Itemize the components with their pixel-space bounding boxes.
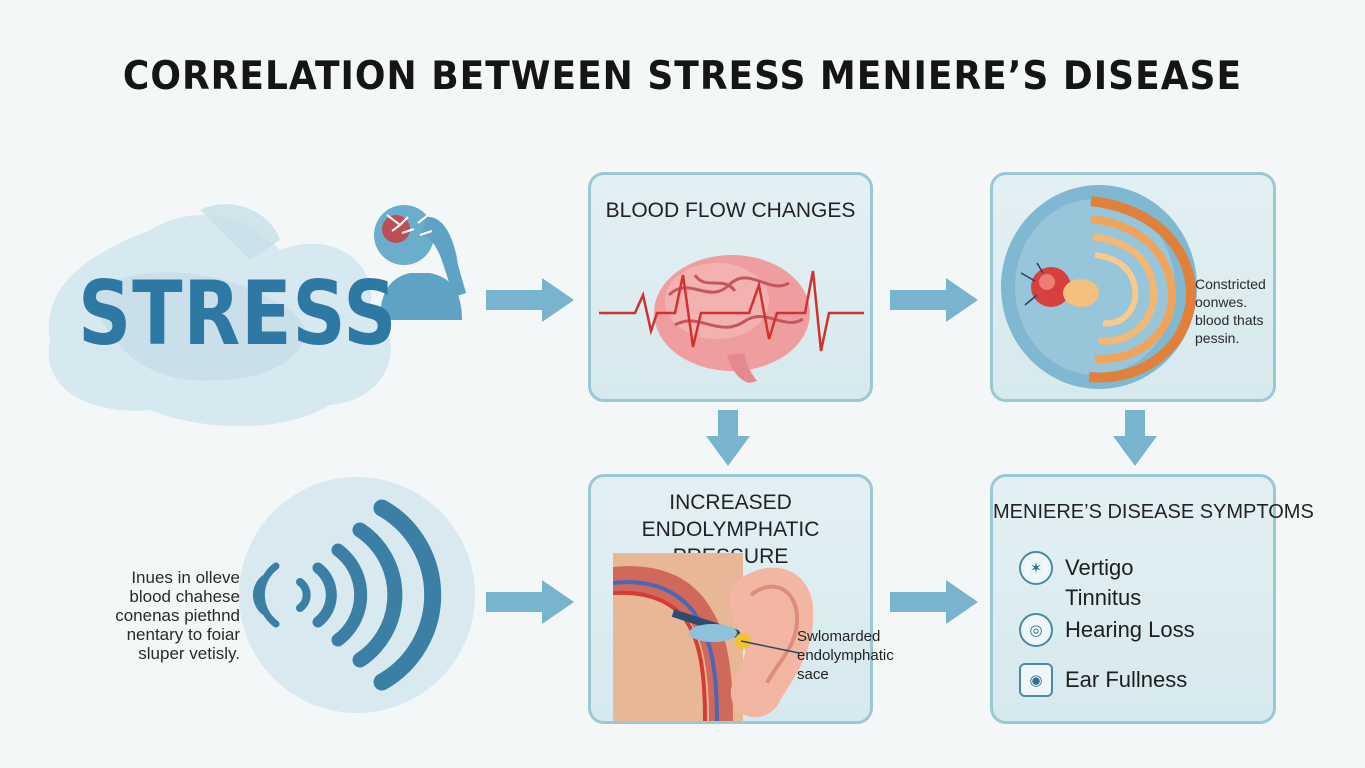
ear-fullness-icon: ◉: [1019, 663, 1053, 697]
pressure-callout: Swlomarded endolymphatic sace: [797, 627, 894, 684]
sound-wave-illustration: [232, 470, 482, 720]
arrow-sound-to-pressure: [486, 580, 574, 624]
blood-flow-panel: BLOOD FLOW CHANGES: [588, 172, 873, 402]
arrow-bloodflow-down: [706, 410, 750, 466]
constricted-note: Constricted oonwes. blood thats pessin.: [1195, 275, 1279, 347]
blood-flow-title: BLOOD FLOW CHANGES: [591, 199, 870, 223]
symptom-label: Hearing Loss: [1065, 617, 1195, 643]
constricted-vessels-panel: Constricted oonwes. blood thats pessin.: [990, 172, 1276, 402]
symptom-tinnitus: Tinnitus: [1065, 585, 1141, 611]
symptom-label: Tinnitus: [1065, 585, 1141, 611]
constricted-note-line: blood thats: [1195, 311, 1279, 329]
stress-note-line: blood chahese: [100, 587, 240, 606]
symptom-ear-fullness: ◉ Ear Fullness: [1019, 663, 1187, 697]
symptoms-panel: MENIERE’S DISEASE SYMPTOMS ✶ Vertigo Tin…: [990, 474, 1276, 724]
constricted-note-line: oonwes.: [1195, 293, 1279, 311]
stress-note-line: nentary to foiar: [100, 625, 240, 644]
callout-line: [741, 627, 801, 657]
inner-ear-illustration: [999, 181, 1209, 393]
brain-ecg-illustration: [599, 235, 864, 385]
arrow-stress-to-bloodflow: [486, 278, 574, 322]
stress-note: Inues in olleve blood chahese conenas pi…: [100, 568, 240, 663]
pressure-callout-line: endolymphatic: [797, 646, 894, 665]
symptom-label: Ear Fullness: [1065, 667, 1187, 693]
arrow-pressure-to-symptoms: [890, 580, 978, 624]
symptom-label: Vertigo: [1065, 555, 1134, 581]
stress-label: STRESS: [78, 262, 397, 365]
pressure-callout-line: sace: [797, 665, 894, 684]
vertigo-icon: ✶: [1019, 551, 1053, 585]
pressure-title-line: INCREASED: [591, 489, 870, 516]
stress-note-line: sluper vetisly.: [100, 644, 240, 663]
constricted-note-line: Constricted: [1195, 275, 1279, 293]
pressure-panel: INCREASED ENDOLYMPHATIC PRESSURE Swlomar…: [588, 474, 873, 724]
stress-note-line: conenas piethnd: [100, 606, 240, 625]
arrow-constricted-down: [1113, 410, 1157, 466]
diagram-title: CORRELATION BETWEEN STRESS MENIERE’S DIS…: [0, 54, 1365, 98]
pressure-callout-line: Swlomarded: [797, 627, 894, 646]
symptom-vertigo: ✶ Vertigo: [1019, 551, 1134, 585]
hearing-loss-icon: ◎: [1019, 613, 1053, 647]
symptoms-title: MENIERE’S DISEASE SYMPTOMS: [993, 501, 1273, 524]
constricted-note-line: pessin.: [1195, 329, 1279, 347]
stress-note-line: Inues in olleve: [100, 568, 240, 587]
symptom-hearing-loss: ◎ Hearing Loss: [1019, 613, 1195, 647]
arrow-bloodflow-to-constricted: [890, 278, 978, 322]
